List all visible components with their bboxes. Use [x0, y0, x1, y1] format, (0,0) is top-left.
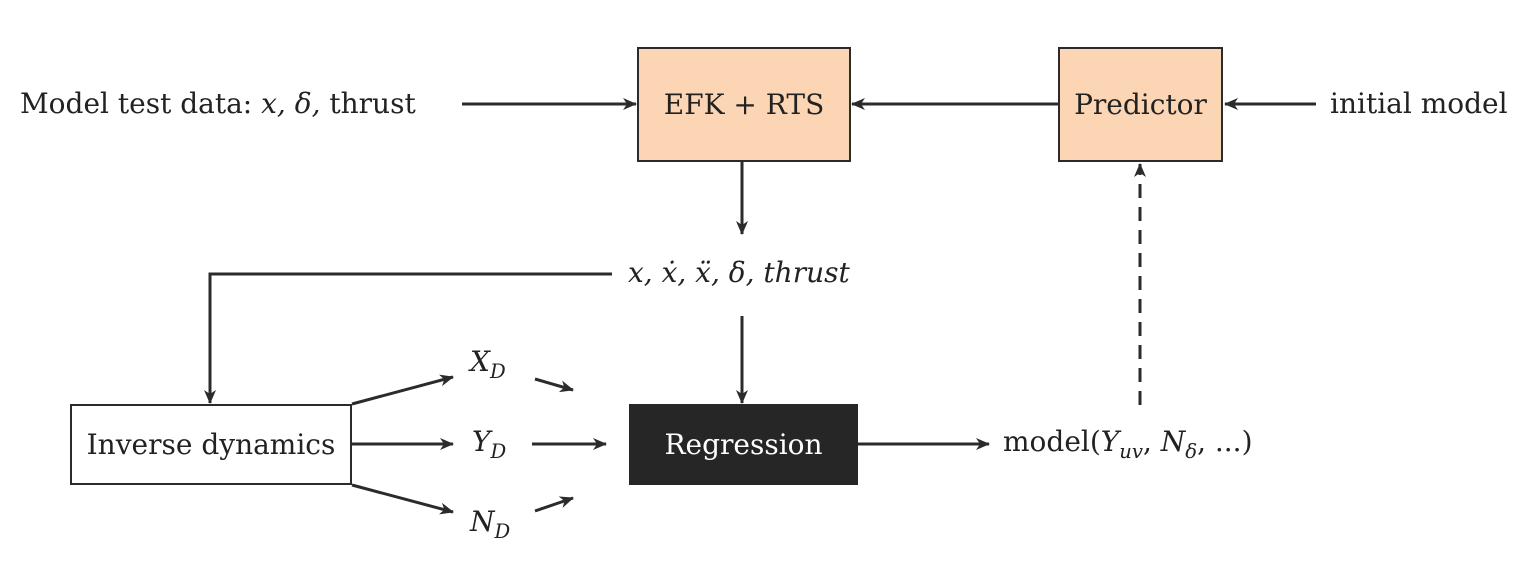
initial-model-label: initial model: [1330, 87, 1508, 120]
n-d-base: N: [470, 505, 495, 538]
n-d-sub: D: [494, 519, 511, 543]
arrow-state-to-inverse-dynamics: [204, 272, 612, 404]
arrow-invdyn-to-xd: [351, 374, 454, 406]
inverse-dynamics-label: Inverse dynamics: [86, 428, 336, 461]
y-d-sub: D: [490, 439, 507, 463]
model-test-data-label: Model test data: x, δ, thrust: [20, 90, 416, 118]
arrow-xd-to-regression: [534, 377, 574, 393]
efk-rts-block: EFK + RTS: [637, 47, 851, 162]
n-d-label: ND: [470, 505, 510, 542]
model-output-n-sub: δ: [1185, 439, 1198, 463]
model-output-y-sub: uv: [1119, 439, 1143, 463]
model-output-n: N: [1160, 425, 1186, 458]
predictor-label: Predictor: [1074, 88, 1207, 121]
state-vector-label: x, ẋ, ẍ, δ, thrust: [628, 256, 850, 289]
model-output-y: Y: [1100, 425, 1120, 458]
model-test-data-suffix: thrust: [320, 87, 416, 120]
model-output-label: model(Yuv, Nδ, ...): [1003, 425, 1253, 462]
model-test-data-prefix: Model test data:: [20, 87, 262, 120]
y-d-label: YD: [472, 425, 506, 462]
predictor-block: Predictor: [1058, 47, 1223, 162]
model-output-sep: ,: [1142, 425, 1161, 458]
arrow-invdyn-to-nd: [351, 483, 454, 515]
model-test-data-vars: x, δ,: [261, 87, 321, 120]
x-d-label: XD: [470, 345, 506, 382]
x-d-base: X: [470, 345, 490, 378]
regression-label: Regression: [664, 428, 823, 461]
x-d-sub: D: [489, 359, 506, 383]
efk-rts-label: EFK + RTS: [663, 88, 825, 121]
arrow-nd-to-regression: [534, 496, 574, 513]
model-output-prefix: model(: [1003, 425, 1101, 458]
inverse-dynamics-block: Inverse dynamics: [70, 404, 352, 485]
regression-block: Regression: [629, 404, 858, 485]
y-d-base: Y: [472, 425, 491, 458]
model-output-suffix: , ...): [1197, 425, 1253, 458]
